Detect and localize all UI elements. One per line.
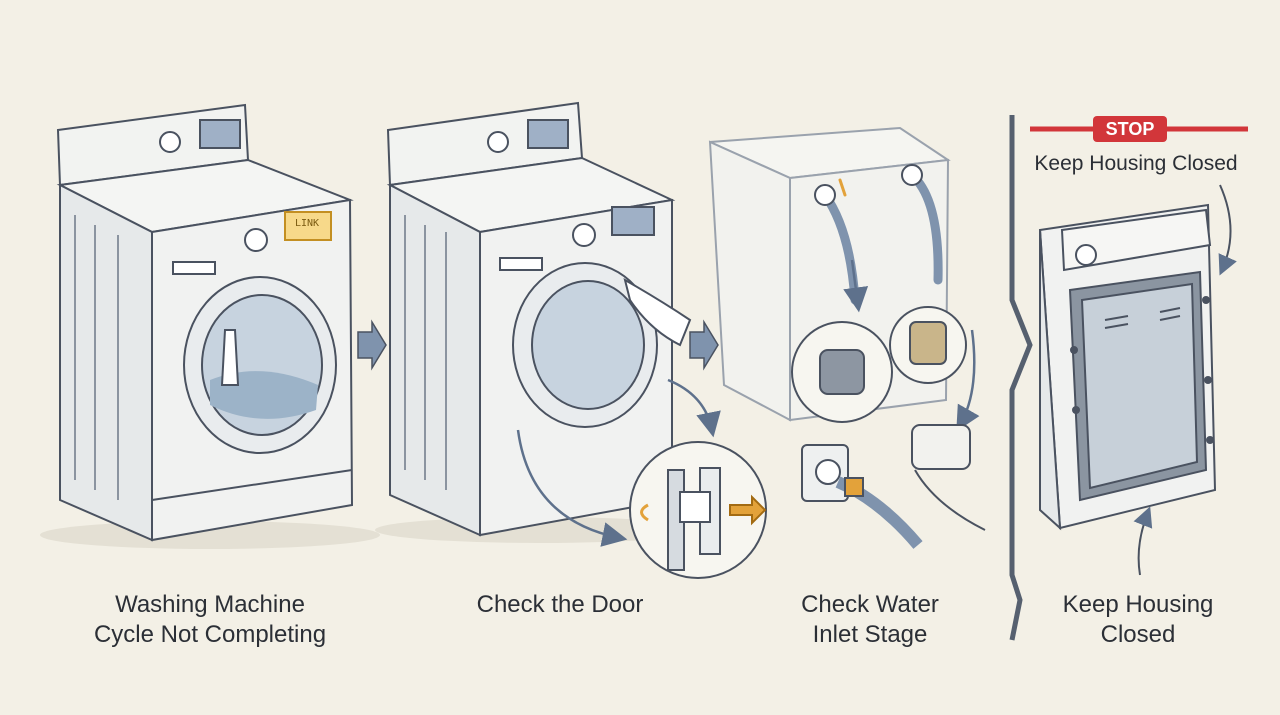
filter-screen-detail [791,306,967,423]
panel-4-caption-line1: Keep Housing [1062,591,1214,618]
door-callout-arrow [667,378,721,438]
door-swing-arrow [516,429,628,547]
housing-callout-arrow-bottom [1133,506,1153,576]
inlet-hoses [814,164,943,305]
panel-1-caption: Washing Machine Cycle Not Completing [60,590,360,650]
housing-callout-arrow-top [1218,184,1237,276]
washer-display-text: LINK [294,218,320,229]
panel-4-caption: Keep Housing Closed [1020,590,1256,650]
panel-1-caption-line2: Cycle Not Completing [93,621,327,648]
panel-2-caption-line1: Check the Door [476,591,644,618]
stop-badge: STOP [1093,116,1167,142]
step-arrow-1 [357,319,387,371]
panel-2-caption: Check the Door [410,590,710,620]
door-latch-detail [629,441,767,579]
stop-warning-title: Keep Housing Closed [1034,152,1238,175]
wall-valve-connection [801,424,986,549]
step-arrow-2 [689,319,719,371]
panel-1-caption-line1: Washing Machine [115,591,305,618]
filter-callout-arrow [956,329,980,432]
inlet-callout-arrow [843,259,869,313]
panel-3-caption: Check Water Inlet Stage [730,590,1010,650]
housing-illustration [1038,203,1217,531]
panel-divider [1009,115,1033,641]
panel-4-caption-line2: Closed [1100,621,1176,648]
panel-3-caption-line2: Inlet Stage [812,621,928,648]
washer-illustration-2 [375,101,705,543]
washer-illustration-1 [40,103,380,549]
panel-3-caption-line1: Check Water [801,591,939,618]
